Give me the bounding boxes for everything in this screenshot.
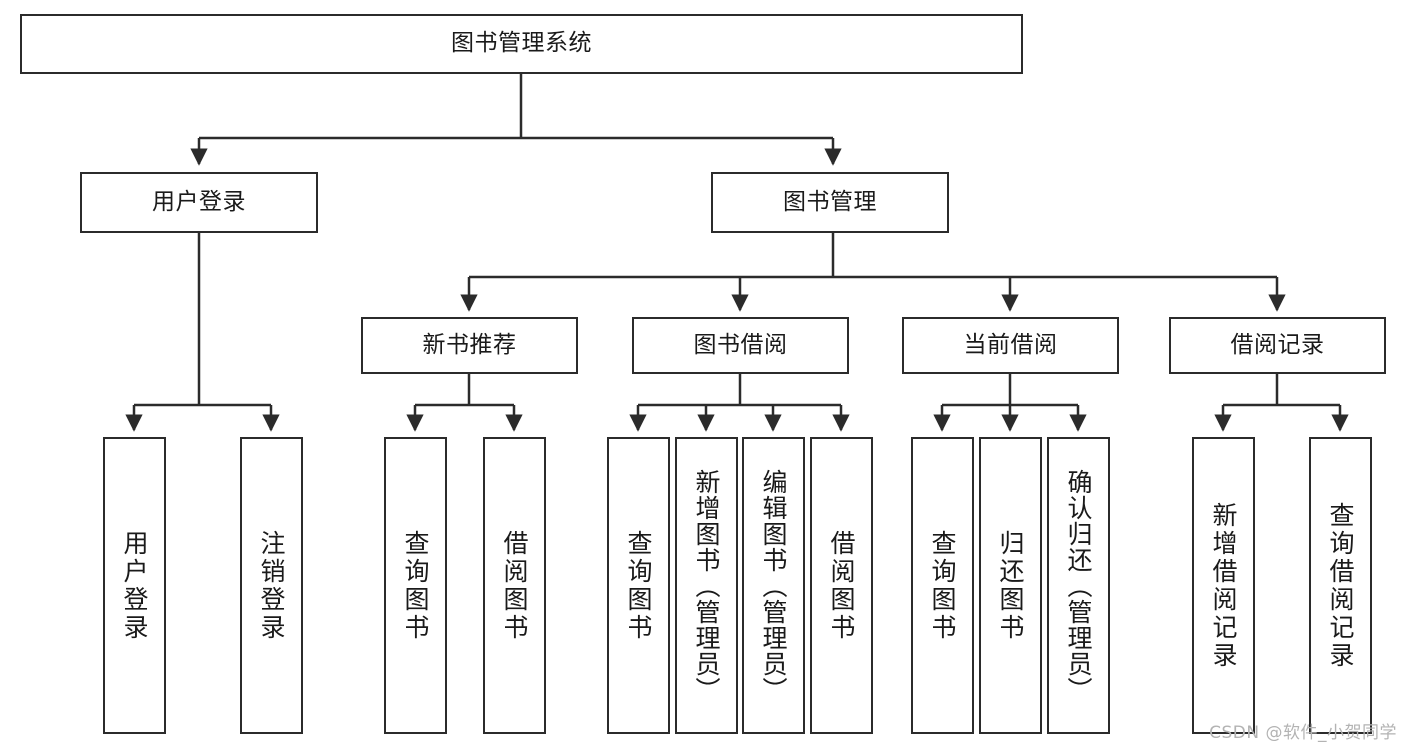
node-leaf-query-book-1-label: 查询图书 — [401, 529, 430, 642]
node-new-book-rec[interactable]: 新书推荐 — [361, 317, 578, 374]
node-book-manage-label: 图书管理 — [783, 188, 877, 215]
node-borrow-record[interactable]: 借阅记录 — [1169, 317, 1386, 374]
node-leaf-query-book-2-label: 查询图书 — [624, 529, 653, 642]
node-book-borrow-label: 图书借阅 — [693, 331, 788, 358]
node-leaf-return-book[interactable]: 归还图书 — [979, 437, 1042, 734]
watermark: CSDN @软件_小贺同学 — [1209, 723, 1397, 743]
node-leaf-query-record-label: 查询借阅记录 — [1326, 501, 1355, 670]
node-leaf-query-book-3-label: 查询图书 — [928, 529, 957, 642]
node-borrow-record-label: 借阅记录 — [1230, 331, 1325, 358]
node-leaf-add-record-label: 新增借阅记录 — [1209, 501, 1238, 670]
node-current-borrow-label: 当前借阅 — [963, 331, 1058, 358]
node-leaf-logout[interactable]: 注销登录 — [240, 437, 303, 734]
node-book-borrow[interactable]: 图书借阅 — [632, 317, 849, 374]
node-root-label: 图书管理系统 — [451, 30, 592, 57]
node-leaf-add-record[interactable]: 新增借阅记录 — [1192, 437, 1255, 734]
node-leaf-query-book-3[interactable]: 查询图书 — [911, 437, 974, 734]
node-leaf-edit-book-label: 编辑图书（管理员） — [759, 468, 788, 703]
node-leaf-add-book[interactable]: 新增图书（管理员） — [675, 437, 738, 734]
node-leaf-edit-book[interactable]: 编辑图书（管理员） — [742, 437, 805, 734]
node-leaf-confirm-return-label: 确认归还（管理员） — [1064, 468, 1093, 703]
node-user-login[interactable]: 用户登录 — [80, 172, 318, 233]
node-leaf-query-record[interactable]: 查询借阅记录 — [1309, 437, 1372, 734]
node-current-borrow[interactable]: 当前借阅 — [902, 317, 1119, 374]
node-leaf-query-book-1[interactable]: 查询图书 — [384, 437, 447, 734]
node-leaf-add-book-label: 新增图书（管理员） — [692, 468, 721, 703]
node-leaf-borrow-book-2-label: 借阅图书 — [827, 529, 856, 642]
node-new-book-rec-label: 新书推荐 — [422, 331, 517, 358]
node-leaf-borrow-book-1[interactable]: 借阅图书 — [483, 437, 546, 734]
node-leaf-query-book-2[interactable]: 查询图书 — [607, 437, 670, 734]
node-leaf-user-login-label: 用户登录 — [120, 529, 149, 642]
node-leaf-return-book-label: 归还图书 — [996, 529, 1025, 642]
node-root[interactable]: 图书管理系统 — [20, 14, 1023, 74]
node-leaf-borrow-book-2[interactable]: 借阅图书 — [810, 437, 873, 734]
node-user-login-label: 用户登录 — [152, 188, 246, 215]
node-leaf-user-login[interactable]: 用户登录 — [103, 437, 166, 734]
node-leaf-logout-label: 注销登录 — [257, 529, 286, 642]
node-leaf-confirm-return[interactable]: 确认归还（管理员） — [1047, 437, 1110, 734]
node-leaf-borrow-book-1-label: 借阅图书 — [500, 529, 529, 642]
node-book-manage[interactable]: 图书管理 — [711, 172, 949, 233]
